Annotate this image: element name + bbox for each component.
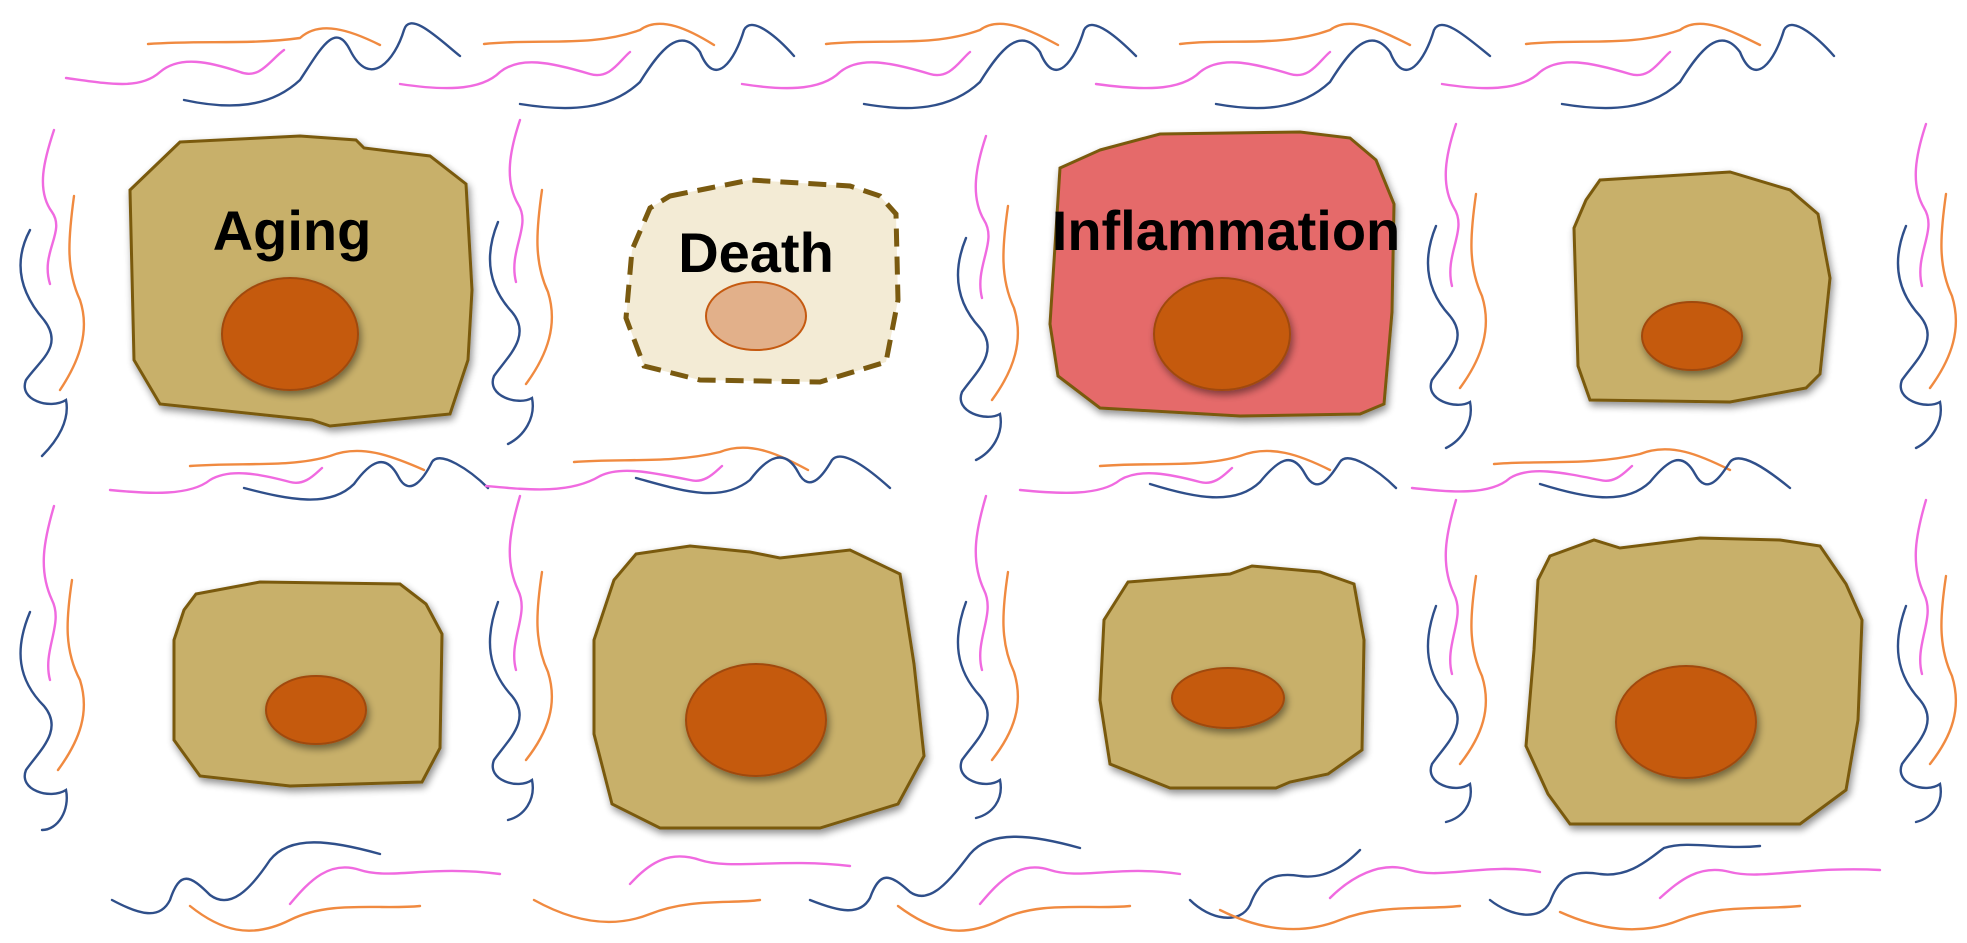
fiber-blue xyxy=(636,457,890,494)
label-inflammation: Inflammation xyxy=(1052,199,1400,262)
fiber-magenta xyxy=(630,856,850,884)
cell-aging: Aging xyxy=(130,136,472,426)
fiber-blue xyxy=(21,612,67,830)
fiber-orange xyxy=(60,196,84,390)
fiber-orange xyxy=(992,572,1018,760)
fiber-magenta xyxy=(43,130,56,284)
fiber-orange xyxy=(1494,449,1730,470)
fiber-magenta xyxy=(1446,500,1458,674)
fiber-orange xyxy=(1100,451,1330,470)
fiber-magenta xyxy=(976,496,988,670)
fiber-blue xyxy=(1190,850,1360,918)
cell-healthy xyxy=(594,546,924,828)
fiber-blue xyxy=(1428,606,1471,822)
nucleus-faded xyxy=(706,282,806,350)
fiber-magenta xyxy=(486,466,722,489)
fiber-blue xyxy=(958,238,1001,460)
cell-death: Death xyxy=(626,180,898,382)
nucleus xyxy=(1154,278,1290,390)
fiber-magenta xyxy=(1020,468,1232,493)
fiber-orange xyxy=(898,906,1130,931)
fiber-magenta xyxy=(66,50,284,84)
fiber-magenta xyxy=(1442,52,1670,88)
cell-healthy xyxy=(1100,566,1364,788)
fiber-blue xyxy=(490,602,533,820)
fiber-blue xyxy=(958,602,1001,818)
fiber-blue xyxy=(184,23,460,105)
cell-healthy xyxy=(174,582,442,786)
fiber-orange xyxy=(190,906,420,931)
fiber-magenta xyxy=(1916,500,1928,674)
cell-healthy xyxy=(1526,538,1862,824)
fiber-blue xyxy=(1428,226,1471,448)
fiber-magenta xyxy=(742,52,970,88)
fiber-blue xyxy=(490,222,533,444)
fiber-orange xyxy=(58,580,84,770)
cell-healthy xyxy=(1574,172,1830,402)
nucleus xyxy=(1642,302,1742,370)
fiber-blue xyxy=(1490,845,1760,915)
fiber-orange xyxy=(534,900,760,922)
fiber-magenta xyxy=(1660,869,1880,898)
fiber-orange xyxy=(992,206,1018,400)
label-aging: Aging xyxy=(213,199,372,262)
label-death: Death xyxy=(678,221,834,284)
nucleus xyxy=(266,676,366,744)
nucleus xyxy=(222,278,358,390)
fiber-blue xyxy=(21,230,67,456)
cell-inflammation: Inflammation xyxy=(1050,132,1400,416)
fiber-magenta xyxy=(400,52,630,88)
fiber-orange xyxy=(1460,576,1486,764)
fiber-magenta xyxy=(980,867,1180,904)
fiber-group-bottom xyxy=(112,837,1880,931)
nucleus xyxy=(1616,666,1756,778)
fiber-orange xyxy=(1930,576,1956,764)
fiber-magenta xyxy=(44,506,56,680)
fiber-orange xyxy=(1220,906,1460,929)
fiber-orange xyxy=(526,572,552,760)
fiber-magenta xyxy=(510,120,523,282)
nucleus xyxy=(1172,668,1284,728)
fiber-magenta xyxy=(110,468,322,493)
fiber-group-top xyxy=(66,23,1834,108)
fiber-magenta xyxy=(1096,52,1330,88)
fiber-magenta xyxy=(1412,466,1632,491)
fiber-magenta xyxy=(290,867,500,904)
fiber-magenta xyxy=(1916,124,1929,286)
fiber-blue xyxy=(810,837,1080,911)
fiber-magenta xyxy=(1330,867,1540,898)
fiber-blue xyxy=(1898,226,1941,448)
fiber-blue xyxy=(1540,458,1790,497)
fiber-orange xyxy=(526,190,552,384)
fiber-orange xyxy=(1930,194,1956,388)
nucleus xyxy=(686,664,826,776)
fiber-orange xyxy=(1560,906,1800,929)
fiber-group-middle xyxy=(110,448,1790,500)
fiber-orange xyxy=(190,451,424,470)
fiber-magenta xyxy=(976,136,989,298)
fiber-magenta xyxy=(1446,124,1459,286)
fiber-blue xyxy=(1898,606,1941,822)
fiber-orange xyxy=(1460,194,1486,388)
fiber-blue xyxy=(112,842,380,913)
fiber-magenta xyxy=(510,496,522,670)
